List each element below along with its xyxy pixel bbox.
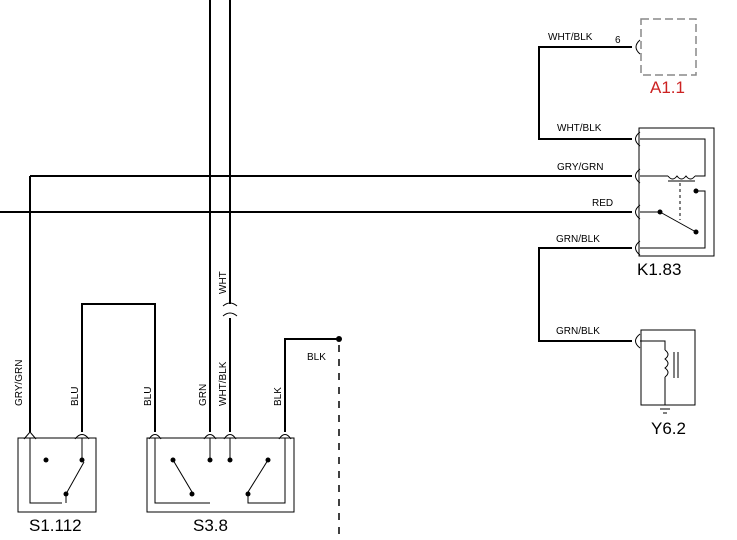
label-grn-blk-y6: GRN/BLK	[556, 326, 600, 337]
label-grn: GRN	[198, 384, 209, 406]
wire-blu-loop	[81, 303, 156, 432]
relay-k1-83	[635, 127, 715, 257]
label-wht: WHT	[218, 271, 229, 294]
label-y6-2: Y6.2	[651, 419, 686, 438]
label-wht-blk-top: WHT/BLK	[548, 32, 593, 43]
module-a1-1	[640, 18, 697, 76]
wire-break-arc-bottom	[222, 312, 238, 317]
wire-blk-junction-dot	[336, 336, 342, 342]
wire-wht-blk-a1-k1	[538, 46, 632, 140]
switch-s1-112	[17, 431, 97, 513]
label-red: RED	[592, 198, 613, 209]
label-s3-8: S3.8	[193, 516, 228, 535]
label-gry-grn-vertical: GRY/GRN	[14, 360, 25, 407]
label-wht-blk-vertical: WHT/BLK	[218, 361, 229, 406]
label-gry-grn-k1: GRY/GRN	[557, 162, 604, 173]
label-grn-blk-k1: GRN/BLK	[556, 234, 600, 245]
label-wht-blk-k1: WHT/BLK	[557, 123, 602, 134]
solenoid-y6-2	[635, 329, 696, 414]
wire-break-arc-top	[222, 302, 238, 307]
label-blu-right: BLU	[143, 387, 154, 406]
wire-blk	[284, 338, 339, 432]
a1-1-pin-connector	[635, 39, 641, 55]
label-s1-112: S1.112	[29, 516, 82, 535]
label-blk-horizontal: BLK	[307, 352, 326, 363]
label-a1-1-pin: 6	[615, 35, 621, 46]
label-blk-vertical: BLK	[273, 387, 284, 406]
label-a1-1: A1.1	[650, 78, 685, 97]
label-k1-83: K1.83	[637, 260, 681, 279]
label-blu-left: BLU	[70, 387, 81, 406]
wire-grn-blk	[538, 247, 632, 342]
switch-s3-8	[146, 434, 295, 513]
